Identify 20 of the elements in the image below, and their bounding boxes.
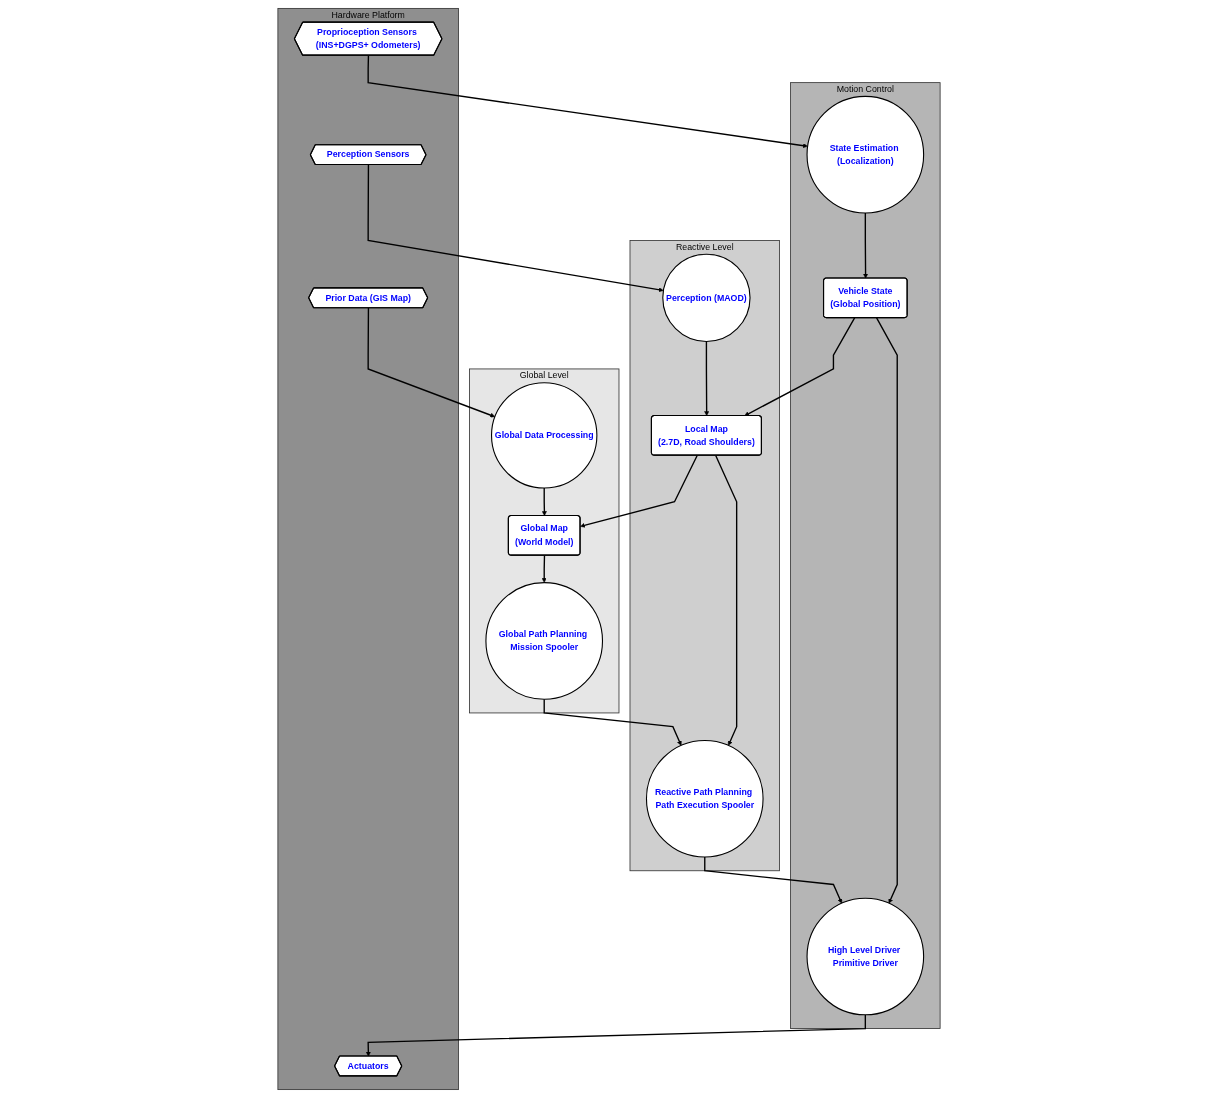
arrow [365, 1013, 866, 1057]
arrow [703, 855, 842, 903]
arrow [366, 54, 808, 148]
node-circle: Perception (MAOD) [661, 253, 751, 342]
node-circle: State Estimation (Localization) [806, 95, 924, 213]
node-circle: High Level Driver Primitive Driver [806, 897, 924, 1015]
arrow [543, 698, 682, 746]
arrow [366, 306, 495, 417]
node-circle: Global Path Planning Mission Spooler [484, 581, 603, 700]
arrow [541, 554, 547, 583]
arrow [579, 454, 698, 528]
arrow [875, 316, 898, 903]
arrow [703, 340, 709, 416]
arrow [714, 454, 737, 746]
node-circle: Reactive Path Planning Path Execution Spooler [645, 739, 764, 858]
arrow [366, 163, 664, 292]
arrow [541, 486, 547, 516]
node-circle: Global Data Processing [490, 381, 597, 489]
arrow [743, 316, 855, 416]
arrow [862, 211, 868, 278]
